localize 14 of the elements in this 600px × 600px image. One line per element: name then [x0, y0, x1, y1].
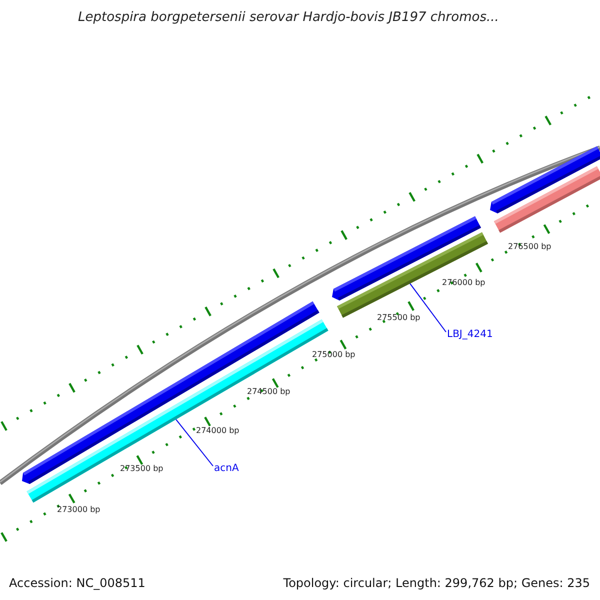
leader-line	[176, 418, 214, 466]
position-label: 273500 bp	[120, 464, 164, 473]
gene-label: LBJ_4241	[447, 329, 493, 340]
leader-line	[410, 283, 446, 332]
genome-info-text: Topology: circular; Length: 299,762 bp; Genes: 235	[283, 576, 590, 590]
position-label: 276000 bp	[442, 278, 486, 287]
accession-text: Accession: NC_008511	[9, 576, 146, 590]
position-label: 274500 bp	[247, 387, 290, 396]
position-label: 275500 bp	[377, 313, 420, 322]
position-label: 276500 bp	[508, 242, 552, 251]
position-label: 275000 bp	[312, 350, 356, 359]
position-label: 274000 bp	[196, 426, 240, 435]
gene-label: acnA	[214, 463, 239, 474]
title: Leptospira borgpetersenii serovar Hardjo-bovis JB197 chromos...	[78, 10, 499, 25]
